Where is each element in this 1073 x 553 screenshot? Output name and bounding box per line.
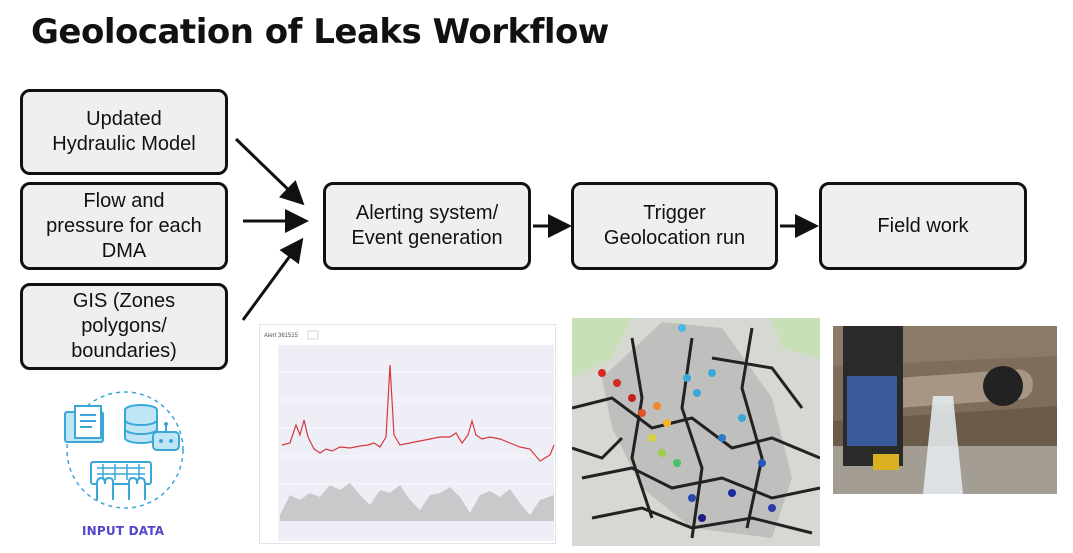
alert-chart-graphic: Alert 361515 bbox=[260, 325, 555, 543]
page-title: Geolocation of Leaks Workflow bbox=[31, 12, 609, 52]
input-data-icon bbox=[64, 391, 184, 509]
alert-chart-screenshot: Alert 361515 bbox=[259, 324, 556, 544]
step-box-alerting: Alerting system/ Event generation bbox=[323, 182, 531, 270]
step-box-field-work: Field work bbox=[819, 182, 1027, 270]
input-data-label: INPUT DATA bbox=[82, 524, 165, 538]
box-line: boundaries) bbox=[71, 340, 177, 362]
box-line: Event generation bbox=[351, 227, 503, 249]
arrow-gis-to-alert bbox=[241, 237, 304, 321]
box-line: Flow and bbox=[83, 189, 165, 212]
box-line: polygons/ bbox=[81, 315, 167, 337]
box-line: GIS (Zones bbox=[72, 290, 176, 312]
sensor-nodes bbox=[598, 324, 776, 522]
field-photo-graphic bbox=[833, 326, 1057, 494]
map-graphic bbox=[572, 318, 820, 546]
box-line: DMA bbox=[101, 239, 147, 262]
alert-title: Alert 361515 bbox=[264, 333, 299, 339]
box-line: pressure for each bbox=[46, 214, 202, 237]
field-work-photo bbox=[833, 326, 1057, 494]
step-box-trigger: Trigger Geolocation run bbox=[571, 182, 778, 270]
gis-map-screenshot bbox=[572, 318, 820, 546]
arrow-hydraulic-to-alert bbox=[234, 137, 305, 206]
input-box-flow-pressure: Flow and pressure for each DMA bbox=[20, 182, 228, 270]
input-box-hydraulic-model: Updated Hydraulic Model bbox=[20, 89, 228, 175]
input-box-gis: GIS (Zones polygons/ boundaries) bbox=[20, 283, 228, 370]
box-line: Hydraulic Model bbox=[52, 133, 196, 155]
box-line: Trigger bbox=[643, 202, 706, 224]
box-line: Geolocation run bbox=[603, 227, 746, 249]
box-line: Updated bbox=[86, 108, 162, 130]
box-line: Alerting system/ bbox=[355, 202, 499, 224]
box-line: Field work bbox=[877, 214, 969, 237]
